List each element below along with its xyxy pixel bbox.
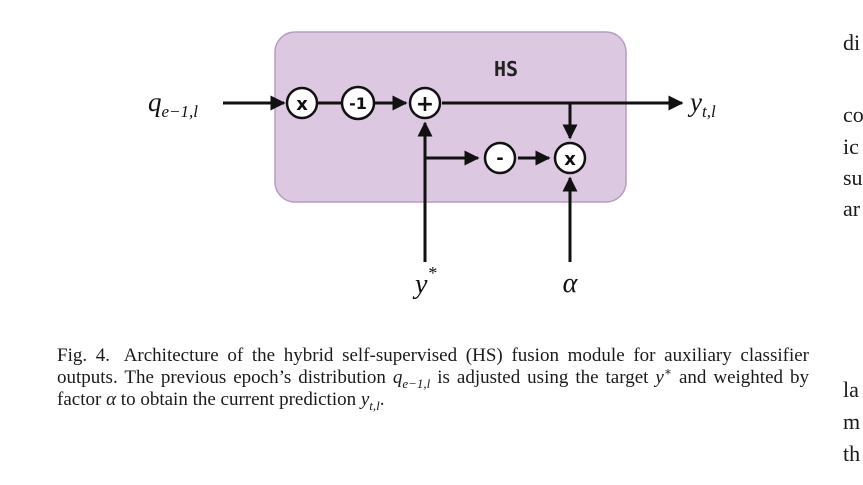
caption-text-3: and weighted by factor	[57, 367, 809, 410]
negate-node: -1	[340, 85, 376, 121]
hs-module-label: HS	[494, 57, 518, 81]
hs-fusion-diagram: HS qe−1,l x -1 + - x yt,l y* α	[148, 31, 716, 300]
right-column-fragment: su	[843, 165, 863, 190]
caption-math-alpha: α	[106, 389, 117, 410]
caption-text-2: is adjusted using the target	[430, 367, 656, 388]
hs-module-box	[274, 31, 627, 203]
right-column-fragment: di	[843, 30, 861, 55]
multiply-node-2: x	[553, 141, 587, 175]
right-column-fragment: ic	[843, 134, 859, 159]
target-y-star-label: y*	[412, 263, 436, 300]
caption-text-4: to obtain the current prediction	[116, 389, 361, 410]
svg-text:-1: -1	[349, 94, 367, 113]
caption-math-yt: yt,l	[360, 389, 380, 413]
caption-text-1: Architecture of the hybrid self-supervis…	[57, 345, 809, 388]
right-column-fragment: th	[843, 441, 861, 466]
right-column-fragment: co	[843, 102, 863, 127]
add-node: +	[408, 86, 442, 120]
input-q-label: qe−1,l	[148, 87, 198, 121]
caption-math-y: y∗	[655, 364, 672, 388]
svg-text:+: +	[416, 92, 434, 117]
right-column-fragment: la	[843, 377, 859, 402]
subtract-node: -	[483, 141, 517, 175]
caption-math-q: qe−1,l	[392, 367, 431, 391]
svg-text:x: x	[564, 149, 576, 170]
alpha-label: α	[563, 268, 579, 299]
multiply-node-1: x	[285, 86, 319, 120]
output-y-label: yt,l	[687, 87, 716, 121]
svg-text:x: x	[296, 94, 308, 115]
right-column-fragment: ar	[843, 196, 861, 221]
figure-caption: Fig. 4. Architecture of the hybrid self-…	[57, 345, 809, 413]
caption-text-5: .	[379, 389, 385, 410]
right-column-fragment: m	[843, 409, 861, 434]
caption-label: Fig. 4.	[57, 345, 111, 366]
svg-text:-: -	[496, 148, 503, 169]
